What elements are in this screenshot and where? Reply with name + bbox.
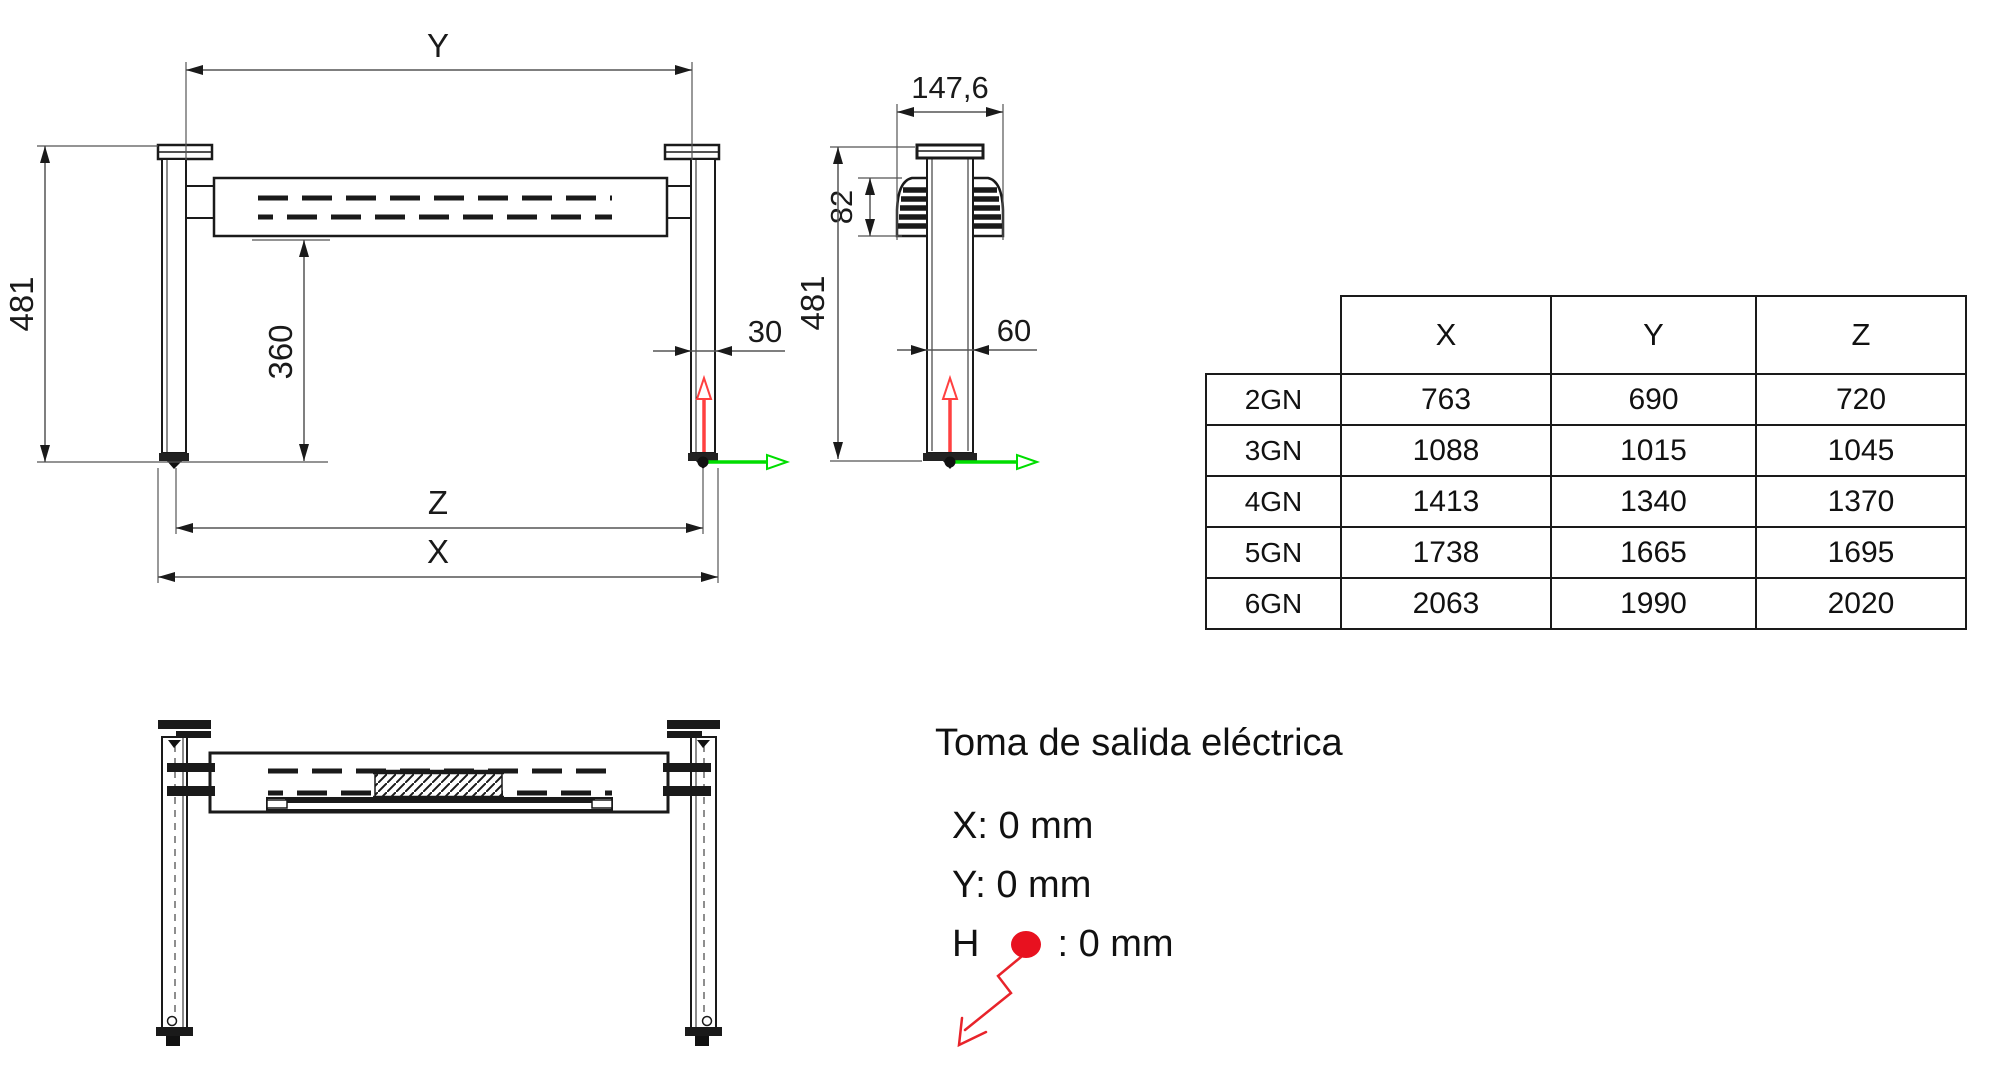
outlet-h-prefix: H [952, 922, 980, 965]
table-cell: 720 [1755, 373, 1967, 426]
table-header-y: Y [1550, 295, 1757, 375]
outlet-title: Toma de salida eléctrica [935, 722, 1343, 764]
dimension-label-147-6: 147,6 [911, 70, 989, 105]
bottom-plate [266, 797, 613, 811]
table-cell: 2020 [1755, 577, 1967, 630]
size-table: X Y Z 2GN 763 690 720 3GN 1088 1015 1045… [1205, 295, 1967, 630]
table-cell: 1665 [1550, 526, 1757, 579]
side-dim-82: 82 [824, 177, 902, 237]
front-dim-481: 481 [3, 145, 328, 463]
front-origin-axes [695, 374, 791, 471]
table-cell: 1413 [1340, 475, 1552, 528]
table-row: 4GN 1413 1340 1370 [1205, 475, 1967, 528]
front-view-drawing: Y 481 360 30 [3, 27, 791, 583]
table-row-label: 3GN [1205, 424, 1342, 477]
table-header-x: X [1340, 295, 1552, 375]
dimension-label-y: Y [427, 27, 449, 64]
outlet-y-coordinate: Y: 0 mm [952, 863, 1092, 906]
front-dim-y: Y [185, 27, 693, 160]
table-row-label: 6GN [1205, 577, 1342, 630]
table-row: 2GN 763 690 720 [1205, 373, 1967, 426]
outlet-h-coordinate: H : 0 mm [952, 922, 1174, 966]
bottom-hatched-element [373, 769, 504, 801]
position-marker-dot-icon [1011, 930, 1042, 958]
front-left-foot [159, 453, 189, 461]
front-left-leg [161, 158, 187, 454]
dimension-label-481-front: 481 [3, 276, 40, 331]
front-dim-x: X [157, 468, 719, 583]
dimension-label-60: 60 [997, 313, 1031, 348]
front-dim-z: Z [175, 468, 704, 534]
dimension-label-x: X [427, 533, 449, 570]
table-row: 5GN 1738 1665 1695 [1205, 526, 1967, 579]
table-cell: 1340 [1550, 475, 1757, 528]
red-arrow-icon [957, 955, 1023, 1048]
table-header-row: X Y Z [1206, 295, 1967, 375]
table-cell: 690 [1550, 373, 1757, 426]
table-row: 6GN 2063 1990 2020 [1205, 577, 1967, 630]
dimension-label-30: 30 [748, 314, 782, 349]
table-cell: 1088 [1340, 424, 1552, 477]
bottom-left-bracket [158, 720, 211, 748]
table-cell: 1695 [1755, 526, 1967, 579]
table-cell: 1370 [1755, 475, 1967, 528]
table-cell: 763 [1340, 373, 1552, 426]
bottom-right-foot [685, 1015, 722, 1046]
table-cell: 1738 [1340, 526, 1552, 579]
outlet-x-coordinate: X: 0 mm [952, 804, 1094, 847]
bottom-view-drawing [156, 720, 722, 1046]
side-view-drawing: 147,6 82 481 60 [794, 70, 1041, 471]
table-row-label: 4GN [1205, 475, 1342, 528]
origin-point [697, 456, 709, 468]
table-cell: 1015 [1550, 424, 1757, 477]
table-cell: 1045 [1755, 424, 1967, 477]
dimension-label-481-side: 481 [794, 275, 831, 330]
side-dim-481: 481 [794, 146, 922, 462]
dimension-label-360: 360 [262, 324, 299, 379]
table-header-z: Z [1755, 295, 1967, 375]
outlet-h-suffix: : 0 mm [1057, 922, 1174, 965]
table-cell: 2063 [1340, 577, 1552, 630]
side-origin-axes [941, 374, 1041, 471]
origin-point [944, 456, 956, 468]
bottom-left-foot [156, 1015, 193, 1046]
table-corner-cell [1206, 296, 1341, 374]
dimension-label-82: 82 [824, 190, 859, 224]
table-cell: 1990 [1550, 577, 1757, 630]
side-dim-147-6: 147,6 [896, 70, 1004, 240]
front-dim-360: 360 [252, 239, 330, 461]
table-row-label: 5GN [1205, 526, 1342, 579]
table-row-label: 2GN [1205, 373, 1342, 426]
side-dim-60: 60 [897, 313, 1037, 355]
bottom-right-bracket [667, 720, 720, 748]
front-beam [212, 176, 669, 238]
table-row: 3GN 1088 1015 1045 [1205, 424, 1967, 477]
front-dim-30: 30 [653, 314, 785, 356]
dimension-label-z: Z [428, 484, 448, 521]
